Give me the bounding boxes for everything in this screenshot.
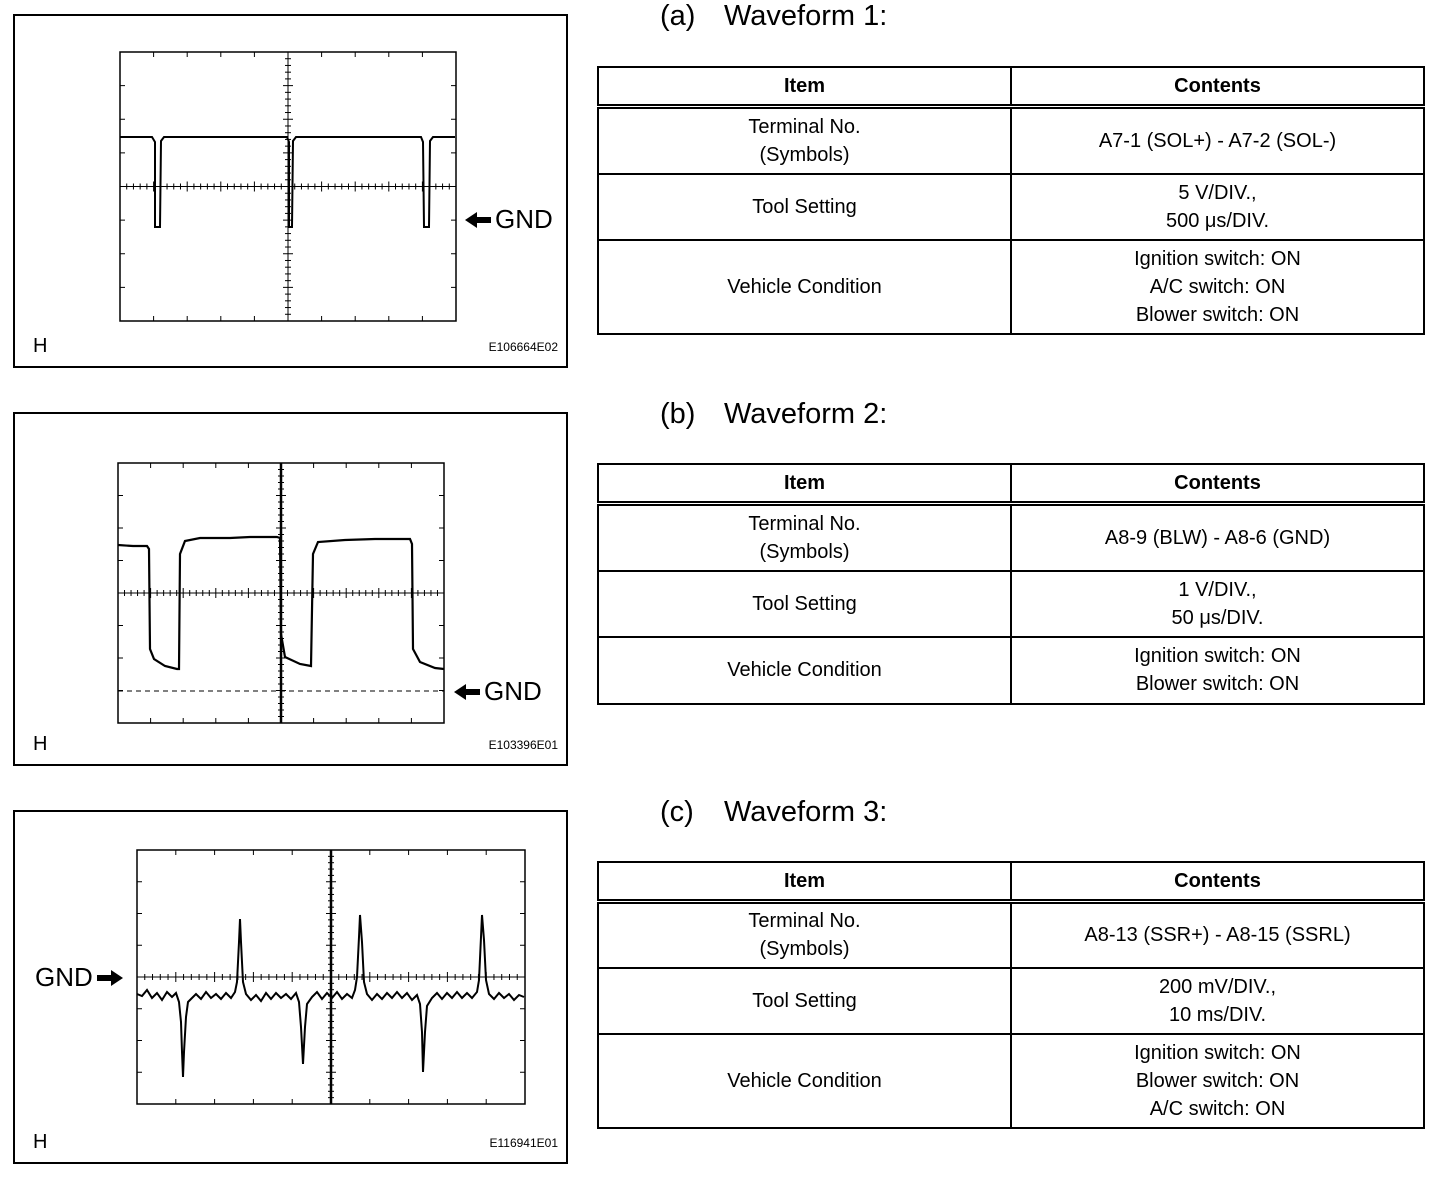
contents-cell: Ignition switch: ON Blower switch: ON A/… — [1010, 1032, 1425, 1129]
header-contents: Contents — [1010, 861, 1425, 904]
item-cell: Vehicle Condition — [597, 635, 1012, 705]
header-item: Item — [597, 66, 1012, 109]
waveform-2-oscilloscope — [117, 462, 445, 724]
waveform-3-table: Item Contents Terminal No. (Symbols) A8-… — [597, 861, 1425, 1129]
waveform-2-trace — [117, 535, 445, 671]
contents-cell: 200 mV/DIV., 10 ms/DIV. — [1010, 966, 1425, 1035]
waveform-2-frame: GND H E103396E01 — [13, 412, 568, 766]
frame-corner-label: H — [33, 733, 48, 755]
gnd-label: GND — [35, 962, 93, 992]
table-row: Tool Setting 200 mV/DIV., 10 ms/DIV. — [597, 966, 1425, 1035]
waveform-3-trace — [136, 914, 525, 1078]
table-header-row: Item Contents — [597, 66, 1425, 109]
waveform-1-grid — [119, 51, 457, 322]
contents-cell: A7-1 (SOL+) - A7-2 (SOL-) — [1010, 105, 1425, 175]
figure-code: E116941E01 — [489, 1136, 558, 1150]
contents-cell: A8-13 (SSR+) - A8-15 (SSRL) — [1010, 900, 1425, 969]
frame-corner-label: H — [33, 1131, 48, 1153]
table-row: Tool Setting 1 V/DIV., 50 μs/DIV. — [597, 569, 1425, 638]
item-cell: Terminal No. (Symbols) — [597, 900, 1012, 969]
contents-cell: 5 V/DIV., 500 μs/DIV. — [1010, 172, 1425, 241]
waveform-1-trace — [120, 136, 455, 228]
table-row: Vehicle Condition Ignition switch: ON Bl… — [597, 1032, 1425, 1129]
header-contents: Contents — [1010, 66, 1425, 109]
item-cell: Tool Setting — [597, 569, 1012, 638]
waveform-1-table: Item Contents Terminal No. (Symbols) A7-… — [597, 66, 1425, 335]
gnd-label: GND — [484, 676, 542, 706]
waveform-3-heading: (c)Waveform 3: — [660, 796, 888, 828]
waveform-1-frame: GND H E106664E02 — [13, 14, 568, 368]
waveform-2-table: Item Contents Terminal No. (Symbols) A8-… — [597, 463, 1425, 705]
header-item: Item — [597, 463, 1012, 506]
item-cell: Tool Setting — [597, 966, 1012, 1035]
header-item: Item — [597, 861, 1012, 904]
table-row: Terminal No. (Symbols) A7-1 (SOL+) - A7-… — [597, 105, 1425, 175]
arrow-left-icon — [465, 211, 491, 228]
waveform-3-frame: GND H E116941E01 — [13, 810, 568, 1164]
item-cell: Vehicle Condition — [597, 1032, 1012, 1129]
arrow-right-icon — [96, 969, 123, 986]
table-row: Vehicle Condition Ignition switch: ON Bl… — [597, 635, 1425, 705]
item-cell: Vehicle Condition — [597, 238, 1012, 335]
waveform-1-oscilloscope — [119, 51, 457, 322]
table-row: Vehicle Condition Ignition switch: ON A/… — [597, 238, 1425, 335]
waveform-2-grid — [117, 462, 445, 724]
item-cell: Terminal No. (Symbols) — [597, 502, 1012, 572]
item-cell: Tool Setting — [597, 172, 1012, 241]
table-row: Tool Setting 5 V/DIV., 500 μs/DIV. — [597, 172, 1425, 241]
table-row: Terminal No. (Symbols) A8-13 (SSR+) - A8… — [597, 900, 1425, 969]
table-header-row: Item Contents — [597, 861, 1425, 904]
contents-cell: A8-9 (BLW) - A8-6 (GND) — [1010, 502, 1425, 572]
item-cell: Terminal No. (Symbols) — [597, 105, 1012, 175]
figure-code: E106664E02 — [488, 340, 558, 354]
contents-cell: Ignition switch: ON Blower switch: ON — [1010, 635, 1425, 705]
waveform-3-gnd-marker: GND — [35, 962, 127, 993]
figure-code: E103396E01 — [488, 738, 558, 752]
table-row: Terminal No. (Symbols) A8-9 (BLW) - A8-6… — [597, 502, 1425, 572]
contents-cell: Ignition switch: ON A/C switch: ON Blowe… — [1010, 238, 1425, 335]
waveform-2-heading: (b)Waveform 2: — [660, 398, 888, 430]
arrow-left-icon — [454, 683, 480, 700]
waveform-3-grid — [136, 849, 526, 1105]
frame-corner-label: H — [33, 335, 48, 357]
waveform-1-heading: (a)Waveform 1: — [660, 0, 888, 32]
contents-cell: 1 V/DIV., 50 μs/DIV. — [1010, 569, 1425, 638]
header-contents: Contents — [1010, 463, 1425, 506]
table-header-row: Item Contents — [597, 463, 1425, 506]
waveform-1-gnd-marker: GND — [461, 204, 553, 235]
gnd-label: GND — [495, 204, 553, 234]
waveform-3-oscilloscope — [136, 849, 526, 1105]
waveform-2-gnd-marker: GND — [450, 676, 542, 707]
